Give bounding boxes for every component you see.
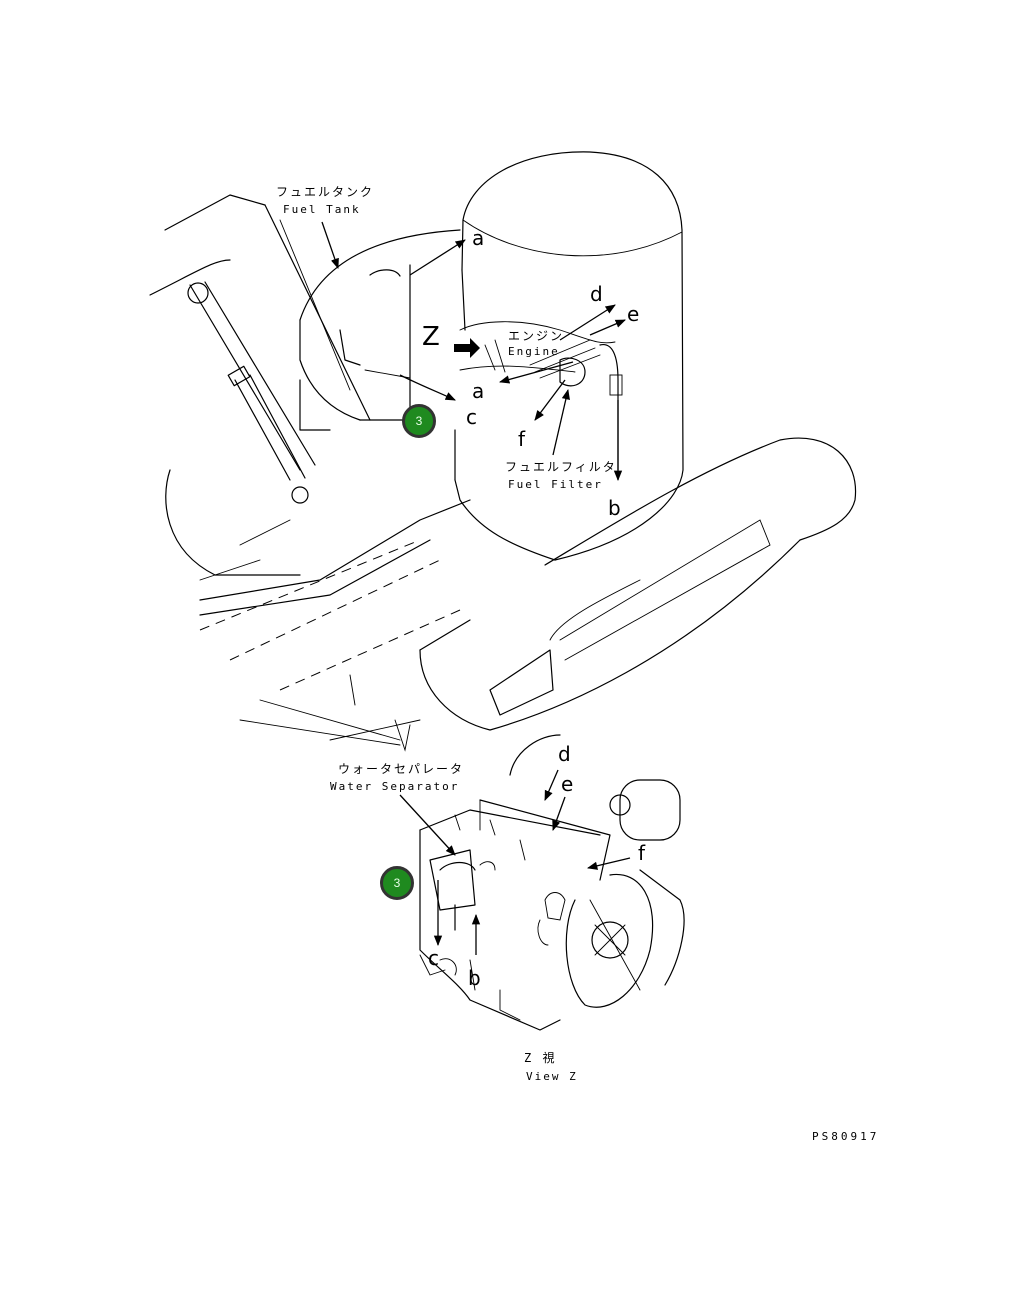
arrow-d [559,304,616,341]
engine-view-z [399,734,685,1031]
engine-block [419,829,561,1031]
arrow-e [589,319,626,336]
water-separator-leader [399,794,456,856]
engine-label-en: Engine [508,345,560,358]
arrow-d-lower [544,769,559,801]
hood-right-edge [554,229,684,561]
arrow-f-lower [586,857,631,870]
fuel-tank-outline [299,229,461,321]
arrow-f [534,379,566,421]
ref-b-upper: b [608,496,621,520]
ref-f-upper: f [518,427,526,451]
left-track [165,469,301,576]
ref-e-upper: e [627,302,640,326]
right-track [544,437,857,566]
view-z-marker: Z [422,322,440,352]
drawing-code: PS80917 [812,1130,880,1143]
fuel-filter-label-jp: フュエルフィルタ [505,460,617,474]
arrow-c [399,374,456,401]
water-separator-label-en: Water Separator [330,780,460,793]
ref-d-upper: d [590,282,603,306]
fuel-filter-leader [552,388,570,456]
ref-c-lower: c [428,946,439,970]
water-separator-label-jp: ウォータセパレータ [338,762,465,776]
water-separator-body [429,849,476,911]
view-z-arrow [454,338,480,358]
ref-d-lower: d [558,742,571,766]
view-z-label-jp: Z 視 [524,1051,557,1065]
view-z-label-en: View Z [526,1070,578,1083]
engine-label-jp: エンジン [508,329,565,343]
arrow-a-lower [498,361,574,384]
fuel-tank-label-jp: フュエルタンク [276,185,375,199]
arrow-a-upper [409,239,466,276]
fuel-tank-leader [321,221,339,269]
ref-f-lower: f [638,841,646,865]
machine-upper-view [149,151,857,752]
callout-3-upper[interactable]: 3 [402,404,436,438]
ref-a-lower: a [472,379,485,403]
boom-arm [189,284,301,471]
arrow-e-lower [552,796,566,831]
fuel-tank-label-en: Fuel Tank [283,203,361,216]
ref-a-upper: a [472,226,485,250]
fuel-filter-label-en: Fuel Filter [508,478,603,491]
ref-e-lower: e [561,772,574,796]
ref-c-upper: c [466,405,477,429]
callout-3-lower[interactable]: 3 [380,866,414,900]
ref-b-lower: b [468,966,481,990]
hood-top [462,151,683,231]
fan [565,873,654,1008]
